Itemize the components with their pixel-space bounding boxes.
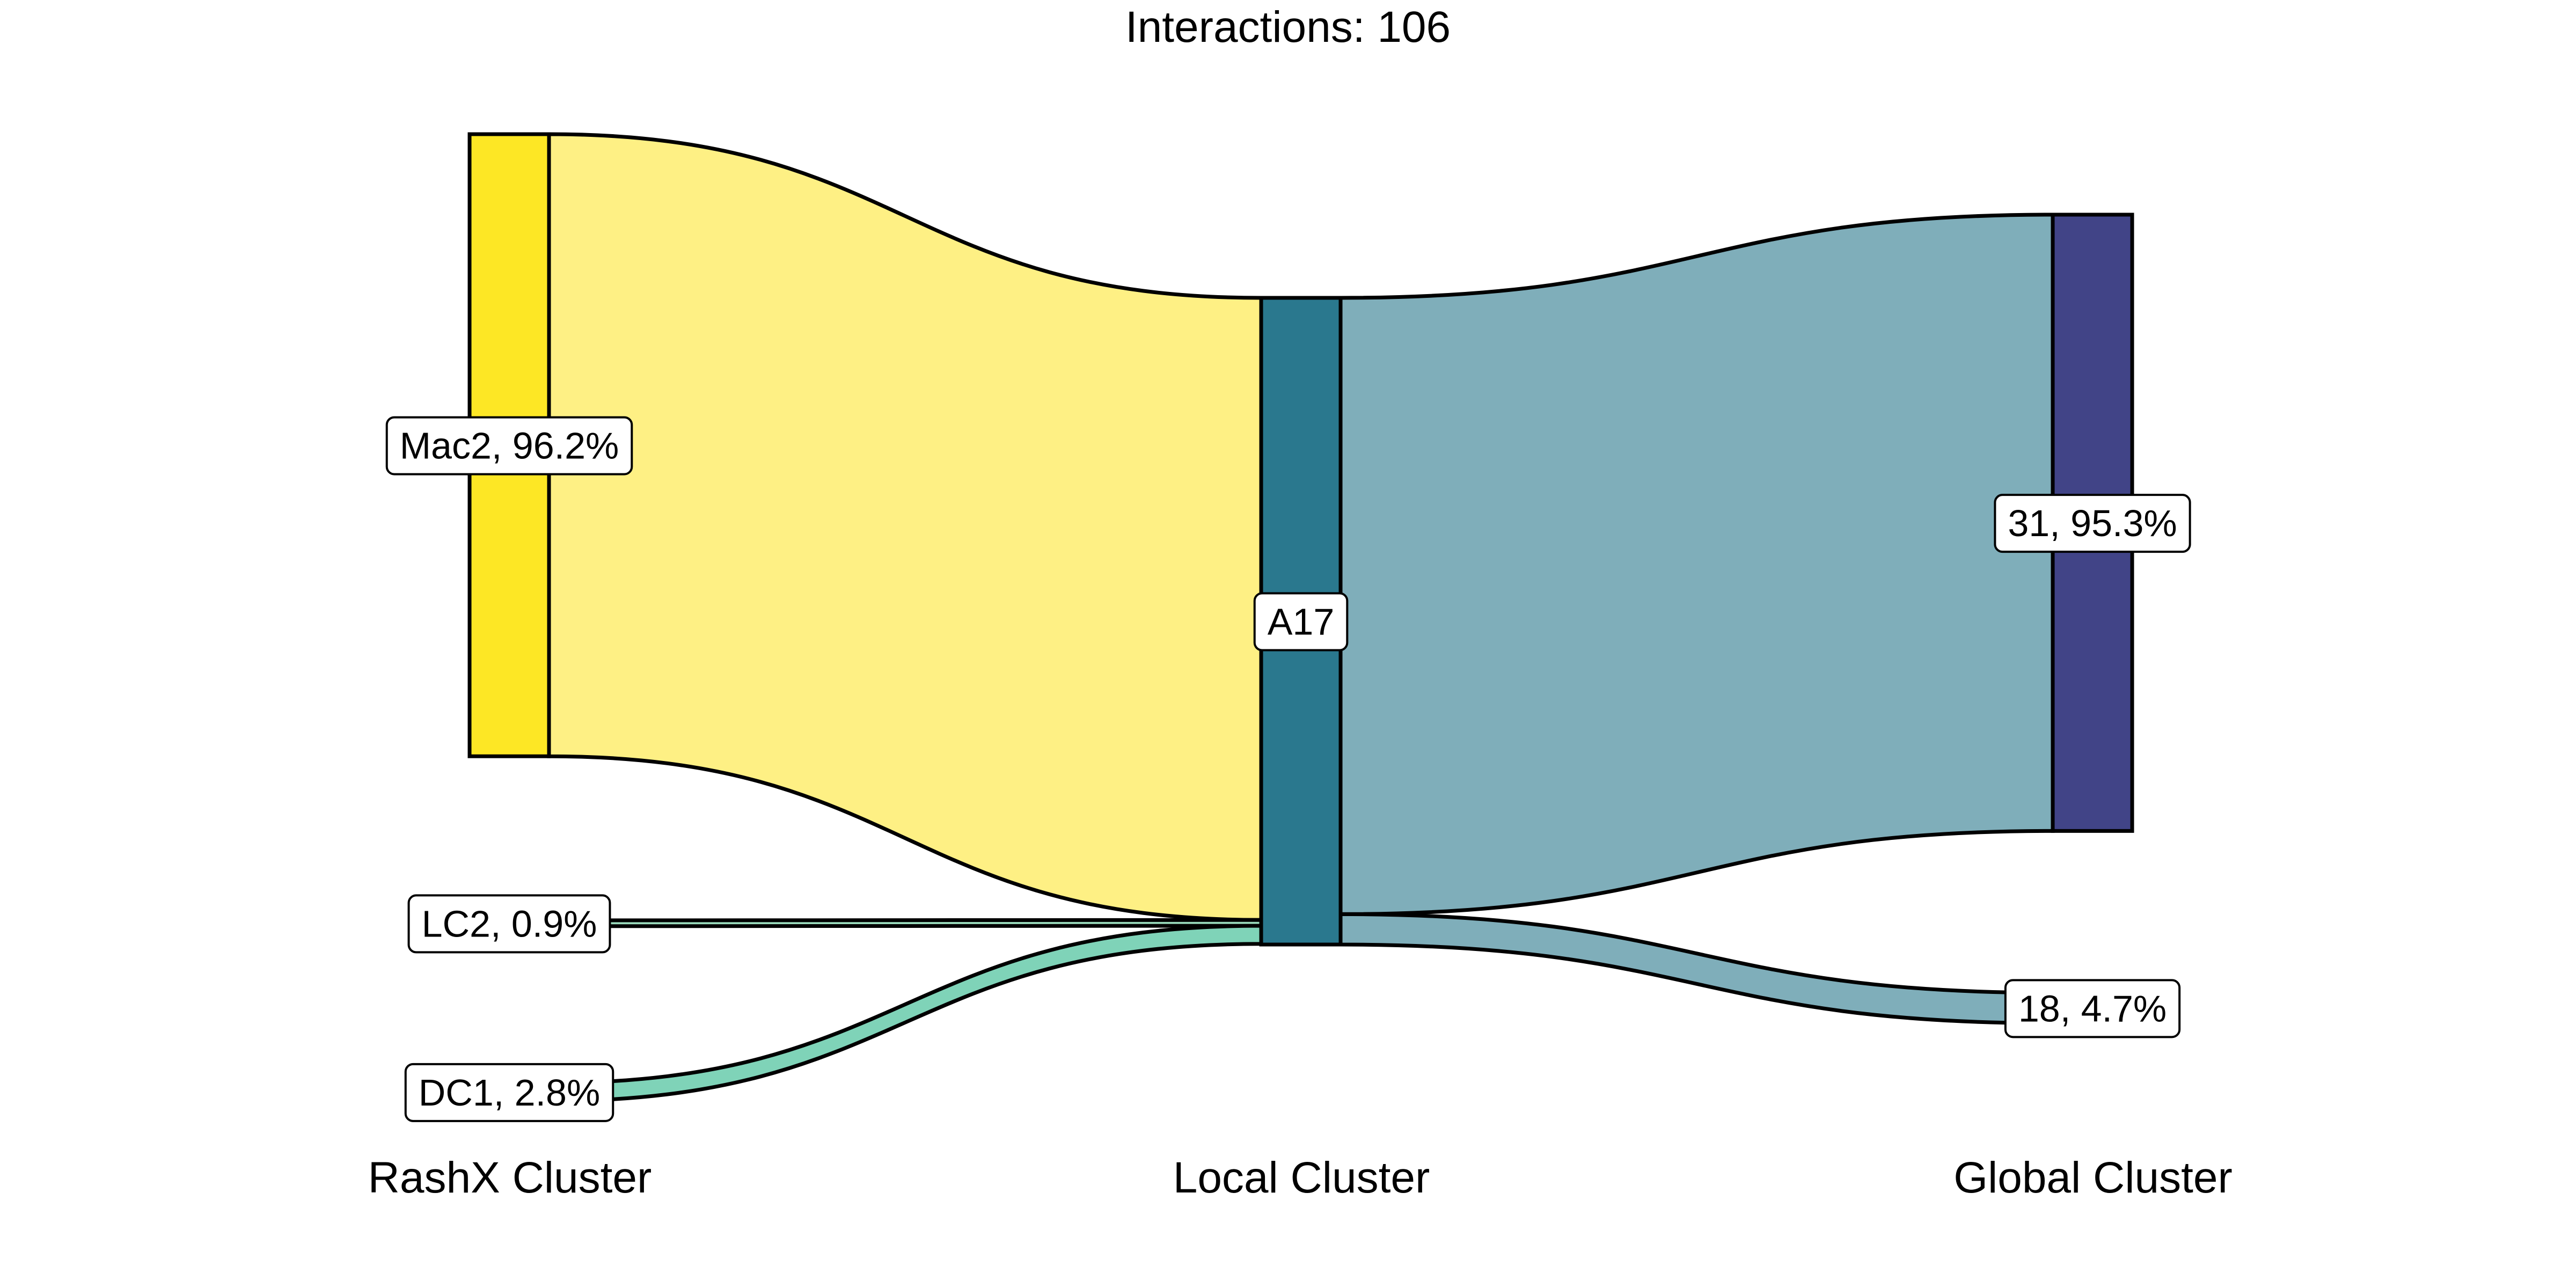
flow-dc1-to-a17 bbox=[547, 924, 1263, 1103]
node-labels: Mac2, 96.2% LC2, 0.9% DC1, 2.8% A17 31, 95.3… bbox=[385, 416, 2191, 1122]
node-label-text: A17 bbox=[1268, 601, 1335, 643]
chart-title: Interactions: 106 bbox=[1125, 3, 1451, 52]
node-label-text: 31, 95.3% bbox=[2008, 502, 2177, 544]
node-label-dc1: DC1, 2.8% bbox=[404, 1063, 614, 1122]
node-label-text: DC1, 2.8% bbox=[419, 1072, 600, 1114]
flow-mac2-to-a17 bbox=[547, 132, 1263, 922]
flows bbox=[547, 132, 2055, 1103]
node-label-box bbox=[2004, 979, 2181, 1038]
flow-lc2-to-a17 bbox=[547, 918, 1263, 928]
node-label-lc2: LC2, 0.9% bbox=[407, 894, 611, 954]
node-label-box bbox=[385, 416, 633, 475]
node-label-box bbox=[1253, 592, 1349, 652]
flow-a17-to-18 bbox=[1338, 912, 2055, 1026]
stage-label-rashx: RashX Cluster bbox=[368, 1153, 652, 1202]
node-label-box bbox=[407, 894, 611, 954]
node-label-mac2: Mac2, 96.2% bbox=[385, 416, 633, 475]
stage-label-global: Global Cluster bbox=[1953, 1153, 2233, 1202]
node-label-18: 18, 4.7% bbox=[2004, 979, 2181, 1038]
node-label-text: Mac2, 96.2% bbox=[400, 425, 619, 467]
node-label-box bbox=[404, 1063, 614, 1122]
node-label-text: LC2, 0.9% bbox=[422, 903, 597, 945]
node-label-text: 18, 4.7% bbox=[2018, 987, 2167, 1029]
node-label-31: 31, 95.3% bbox=[1994, 494, 2191, 553]
flow-a17-to-31 bbox=[1338, 213, 2055, 916]
node-label-box bbox=[1994, 494, 2191, 553]
stage-label-local: Local Cluster bbox=[1173, 1153, 1430, 1202]
node-label-a17: A17 bbox=[1253, 592, 1349, 652]
